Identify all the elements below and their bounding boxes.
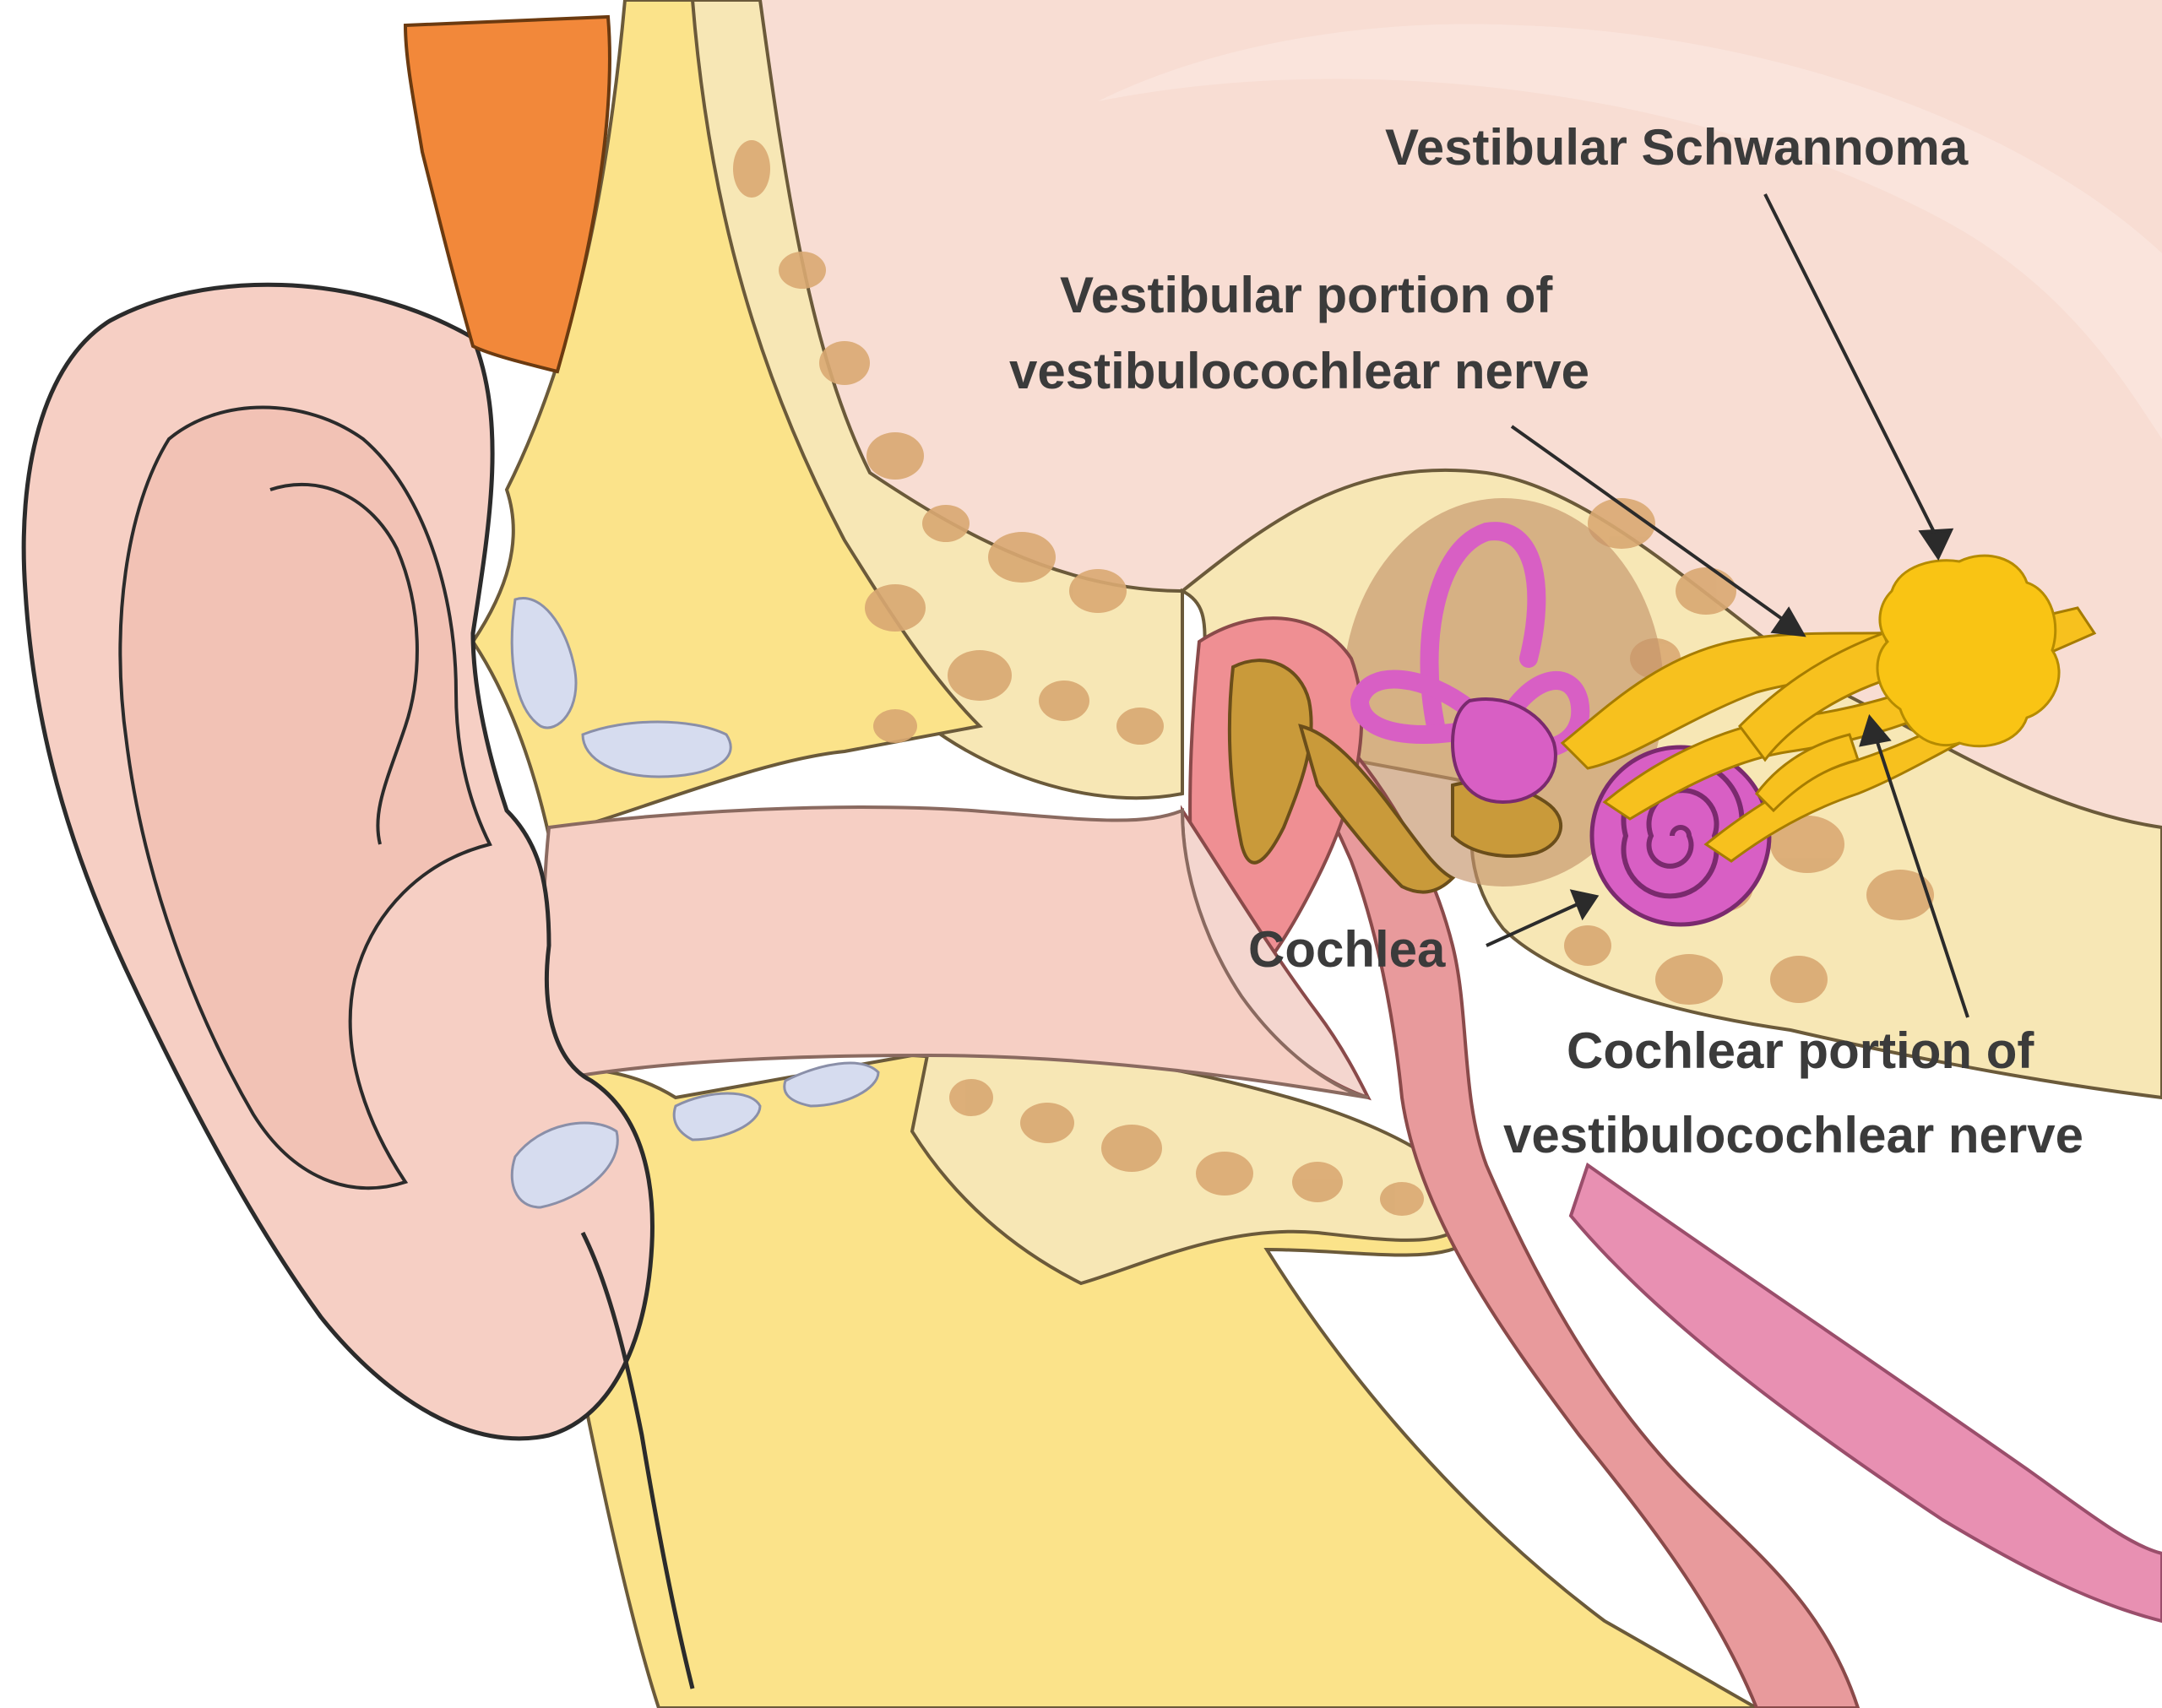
hair — [403, 14, 611, 374]
pinna-inner-ridge — [269, 482, 419, 845]
cranial-cavity — [760, 0, 2162, 827]
vestibular-portion-label-line2: vestibulocochlear nerve — [1009, 343, 1589, 399]
cochlea-label: Cochlea — [1248, 921, 1446, 978]
ear-canal — [540, 805, 1369, 1099]
brain-fold — [1098, 24, 2162, 439]
vestibule — [1450, 697, 1557, 805]
schwannoma-label: Vestibular Schwannoma — [1385, 119, 1969, 176]
cochlear-portion-label-line2: vestibulocochlear nerve — [1503, 1107, 2083, 1163]
lower-dura-strip — [1568, 1162, 2162, 1624]
ossicles — [1227, 659, 1563, 894]
cartilage-islands — [510, 597, 880, 1209]
earlobe-edge — [580, 1231, 695, 1689]
vestibular-schwannoma-mass — [1876, 554, 2061, 748]
cochlear-portion-label-line1: Cochlear portion of — [1567, 1022, 2034, 1079]
leader-lines — [1486, 193, 1969, 1018]
vestibular-portion-label-line1: Vestibular portion of — [1060, 267, 1553, 323]
inner-ear-cavity — [1343, 498, 1664, 887]
pinna-fold — [118, 405, 492, 1190]
bone-pores — [733, 140, 1934, 1216]
